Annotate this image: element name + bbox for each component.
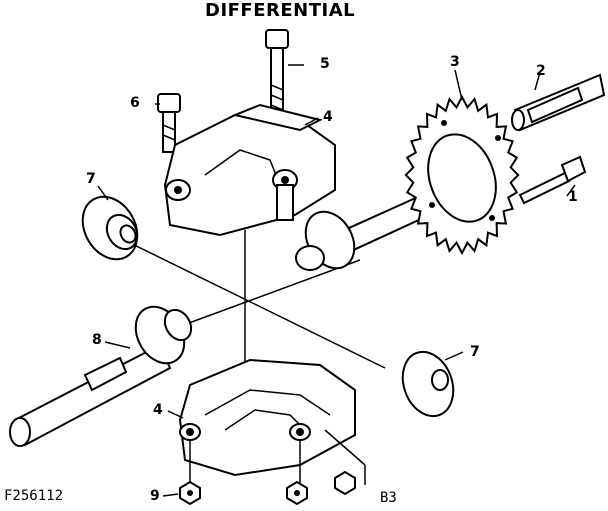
- diagram-title: DIFFERENTIAL: [205, 0, 356, 21]
- nut-icon: [179, 480, 201, 506]
- axle-shaft-icon: [511, 73, 606, 132]
- callout-2: 2: [536, 63, 546, 79]
- sprocket-icon: [404, 94, 520, 256]
- callout-9: 9: [150, 488, 160, 504]
- housing-icon: [163, 103, 336, 237]
- bolt-icon: [157, 93, 181, 153]
- callout-4-lower: 4: [153, 402, 163, 418]
- callout-1: 1: [568, 189, 578, 205]
- callout-8: 8: [92, 332, 102, 348]
- nut-icon: [286, 480, 308, 506]
- bolt-icon: [518, 155, 587, 205]
- figure-code: F256112: [4, 488, 64, 504]
- gear-icon: [295, 210, 356, 271]
- callout-5: 5: [320, 56, 330, 72]
- gear-icon: [81, 195, 139, 261]
- bolt-icon: [324, 429, 366, 496]
- callout-7-left: 7: [86, 171, 96, 187]
- gear-icon: [401, 350, 455, 418]
- callout-7-right: 7: [470, 344, 480, 360]
- callout-6: 6: [130, 95, 140, 111]
- housing-icon: [178, 358, 356, 485]
- leader-lines: [97, 64, 576, 497]
- callout-4-upper: 4: [323, 109, 333, 125]
- page-reference: B3: [380, 490, 397, 506]
- axle-shaft-icon: [9, 305, 193, 447]
- callout-3: 3: [450, 54, 460, 70]
